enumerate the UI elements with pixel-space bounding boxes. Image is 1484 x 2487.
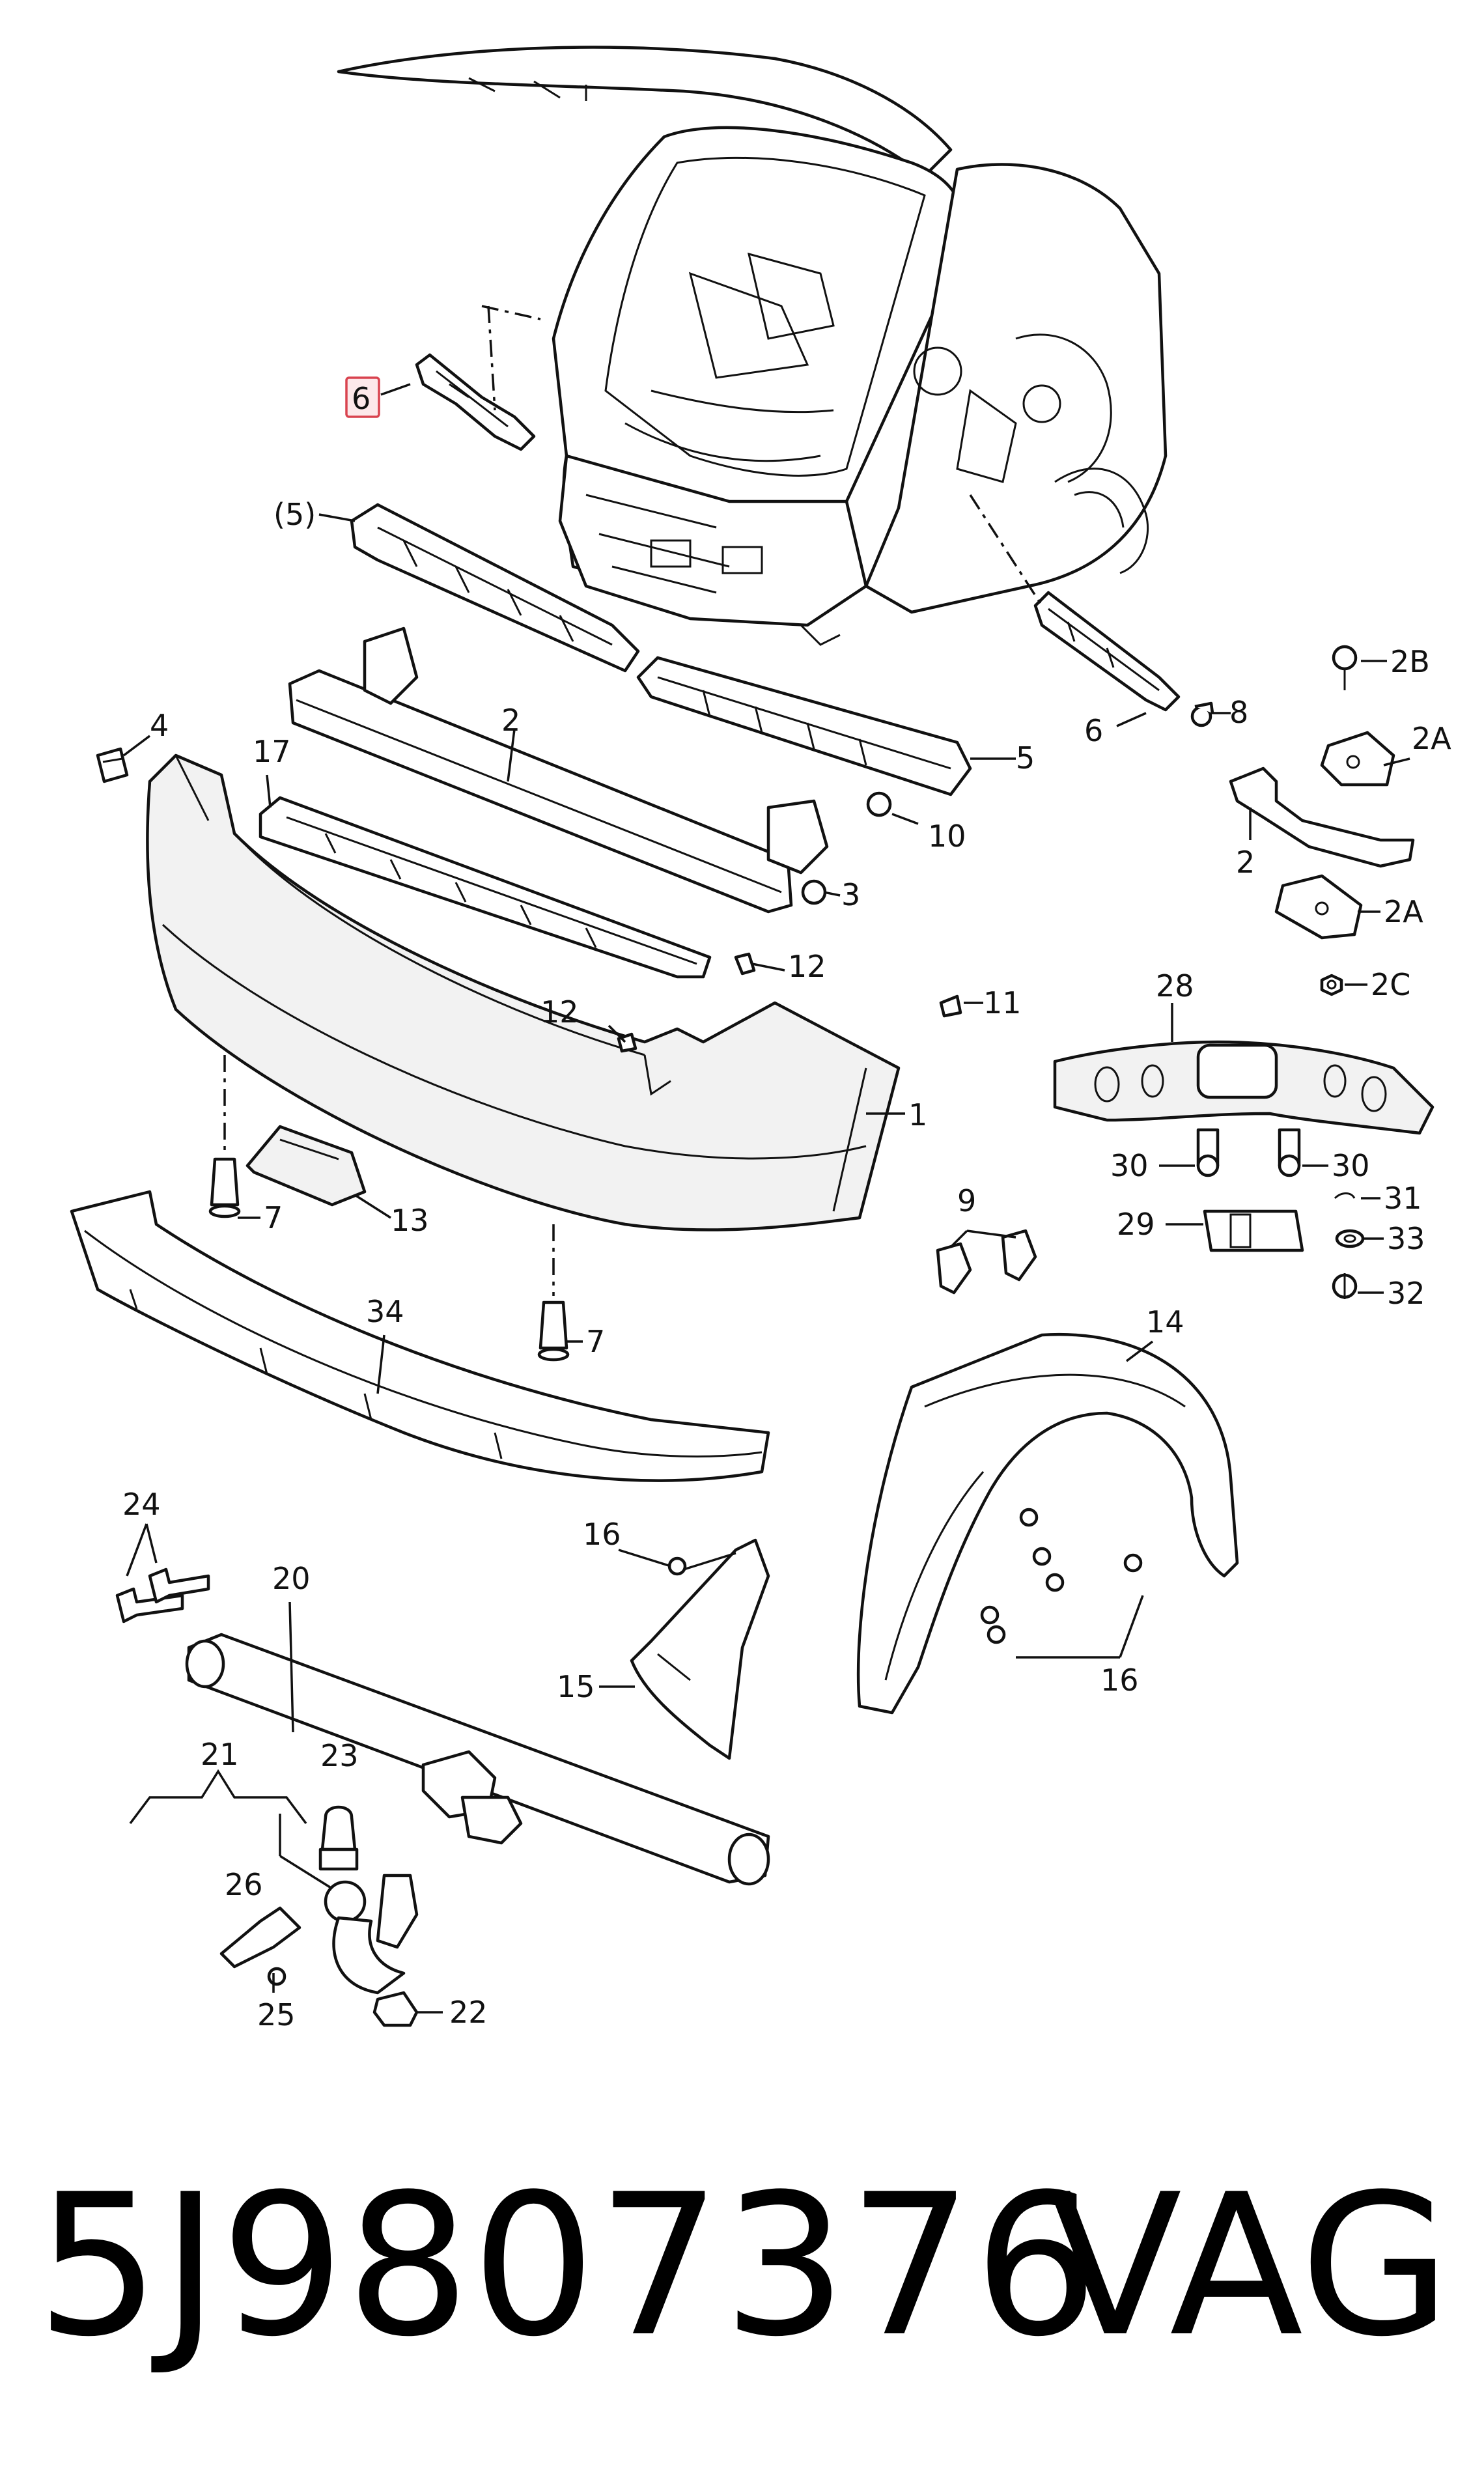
callout-4: 4 <box>150 708 169 743</box>
highlight-box-part-6 <box>345 376 380 418</box>
callout-14: 14 <box>1146 1304 1184 1340</box>
callout-2-right: 2 <box>1236 845 1255 880</box>
callout-2B: 2B <box>1390 644 1430 679</box>
guide-upper-part-5-paren <box>350 503 640 673</box>
callout-labels: 6 (5) 2 4 17 5 6 8 10 3 12 12 11 1 7 7 1… <box>122 376 1451 2032</box>
leader-lines <box>122 383 1410 2014</box>
callout-29: 29 <box>1117 1207 1155 1242</box>
callout-21: 21 <box>201 1737 239 1772</box>
callout-6: 6 <box>1084 713 1103 748</box>
part-number-caption: 5J9807376 <box>36 2152 1100 2380</box>
callout-5: 5 <box>1016 740 1035 776</box>
callout-32: 32 <box>1387 1276 1425 1311</box>
callout-7-left: 7 <box>264 1200 283 1235</box>
callout-1: 1 <box>908 1097 927 1132</box>
callout-9: 9 <box>957 1183 976 1218</box>
wheel-liner-part-14 <box>856 1332 1239 1715</box>
impact-bar-part-2 <box>288 626 829 914</box>
bracket-right-part-6 <box>969 494 1181 712</box>
callout-24: 24 <box>122 1487 161 1522</box>
callout-2A-bottom: 2A <box>1384 894 1423 929</box>
callout-28: 28 <box>1156 968 1194 1004</box>
bracket-left-part-6 <box>415 305 541 451</box>
callout-20: 20 <box>272 1561 311 1596</box>
mudflap-part-15 <box>630 1538 770 1760</box>
callout-30-right: 30 <box>1332 1148 1370 1183</box>
callout-22: 22 <box>449 1995 488 2030</box>
diffuser-part-34 <box>70 1190 770 1482</box>
car-body-rear <box>337 46 1168 646</box>
mounting-parts-group-2 <box>1229 645 1415 996</box>
callout-2A-top: 2A <box>1412 721 1451 756</box>
parts-diagram: 6 (5) 2 4 17 5 6 8 10 3 12 12 11 1 7 7 1… <box>70 46 1451 2032</box>
callout-33: 33 <box>1387 1221 1425 1256</box>
callout-13: 13 <box>391 1203 429 1238</box>
tow-hitch-group-20 <box>115 1567 770 2027</box>
clips-part-9 <box>936 1229 1037 1295</box>
fasteners-part-7 <box>208 1055 570 1362</box>
bumper-cover-part-1 <box>146 753 901 1231</box>
brand-caption: VAG <box>1048 2152 1451 2380</box>
callout-15: 15 <box>557 1669 595 1704</box>
callout-16-right: 16 <box>1100 1663 1139 1698</box>
callout-31: 31 <box>1384 1181 1422 1216</box>
callout-23: 23 <box>320 1738 359 1773</box>
small-fasteners <box>617 701 1214 1053</box>
trim-parts-group-28 <box>1053 1040 1435 1299</box>
callout-10: 10 <box>928 819 966 854</box>
callout-26: 26 <box>225 1867 263 1902</box>
callout-2C: 2C <box>1371 967 1410 1002</box>
callout-6-highlighted: 6 <box>352 381 371 416</box>
callout-34: 34 <box>366 1294 404 1329</box>
callout-5-paren: (5) <box>273 497 316 532</box>
callout-3: 3 <box>841 877 860 912</box>
callout-8: 8 <box>1229 695 1248 730</box>
screws-part-16 <box>667 1508 1143 1644</box>
callout-25: 25 <box>257 1997 296 2032</box>
callout-17: 17 <box>253 734 291 769</box>
callout-12-right: 12 <box>788 949 826 984</box>
callout-2-center: 2 <box>501 703 520 738</box>
deflector-part-17 <box>259 796 712 979</box>
clip-part-4 <box>96 747 129 783</box>
callout-11: 11 <box>983 985 1022 1020</box>
guide-right-part-5 <box>636 656 972 796</box>
callout-30-left: 30 <box>1110 1148 1149 1183</box>
callout-16-left: 16 <box>583 1517 621 1552</box>
callout-12-left: 12 <box>540 994 579 1030</box>
part-13-cover <box>245 1125 367 1207</box>
callout-7-lower: 7 <box>586 1324 605 1359</box>
